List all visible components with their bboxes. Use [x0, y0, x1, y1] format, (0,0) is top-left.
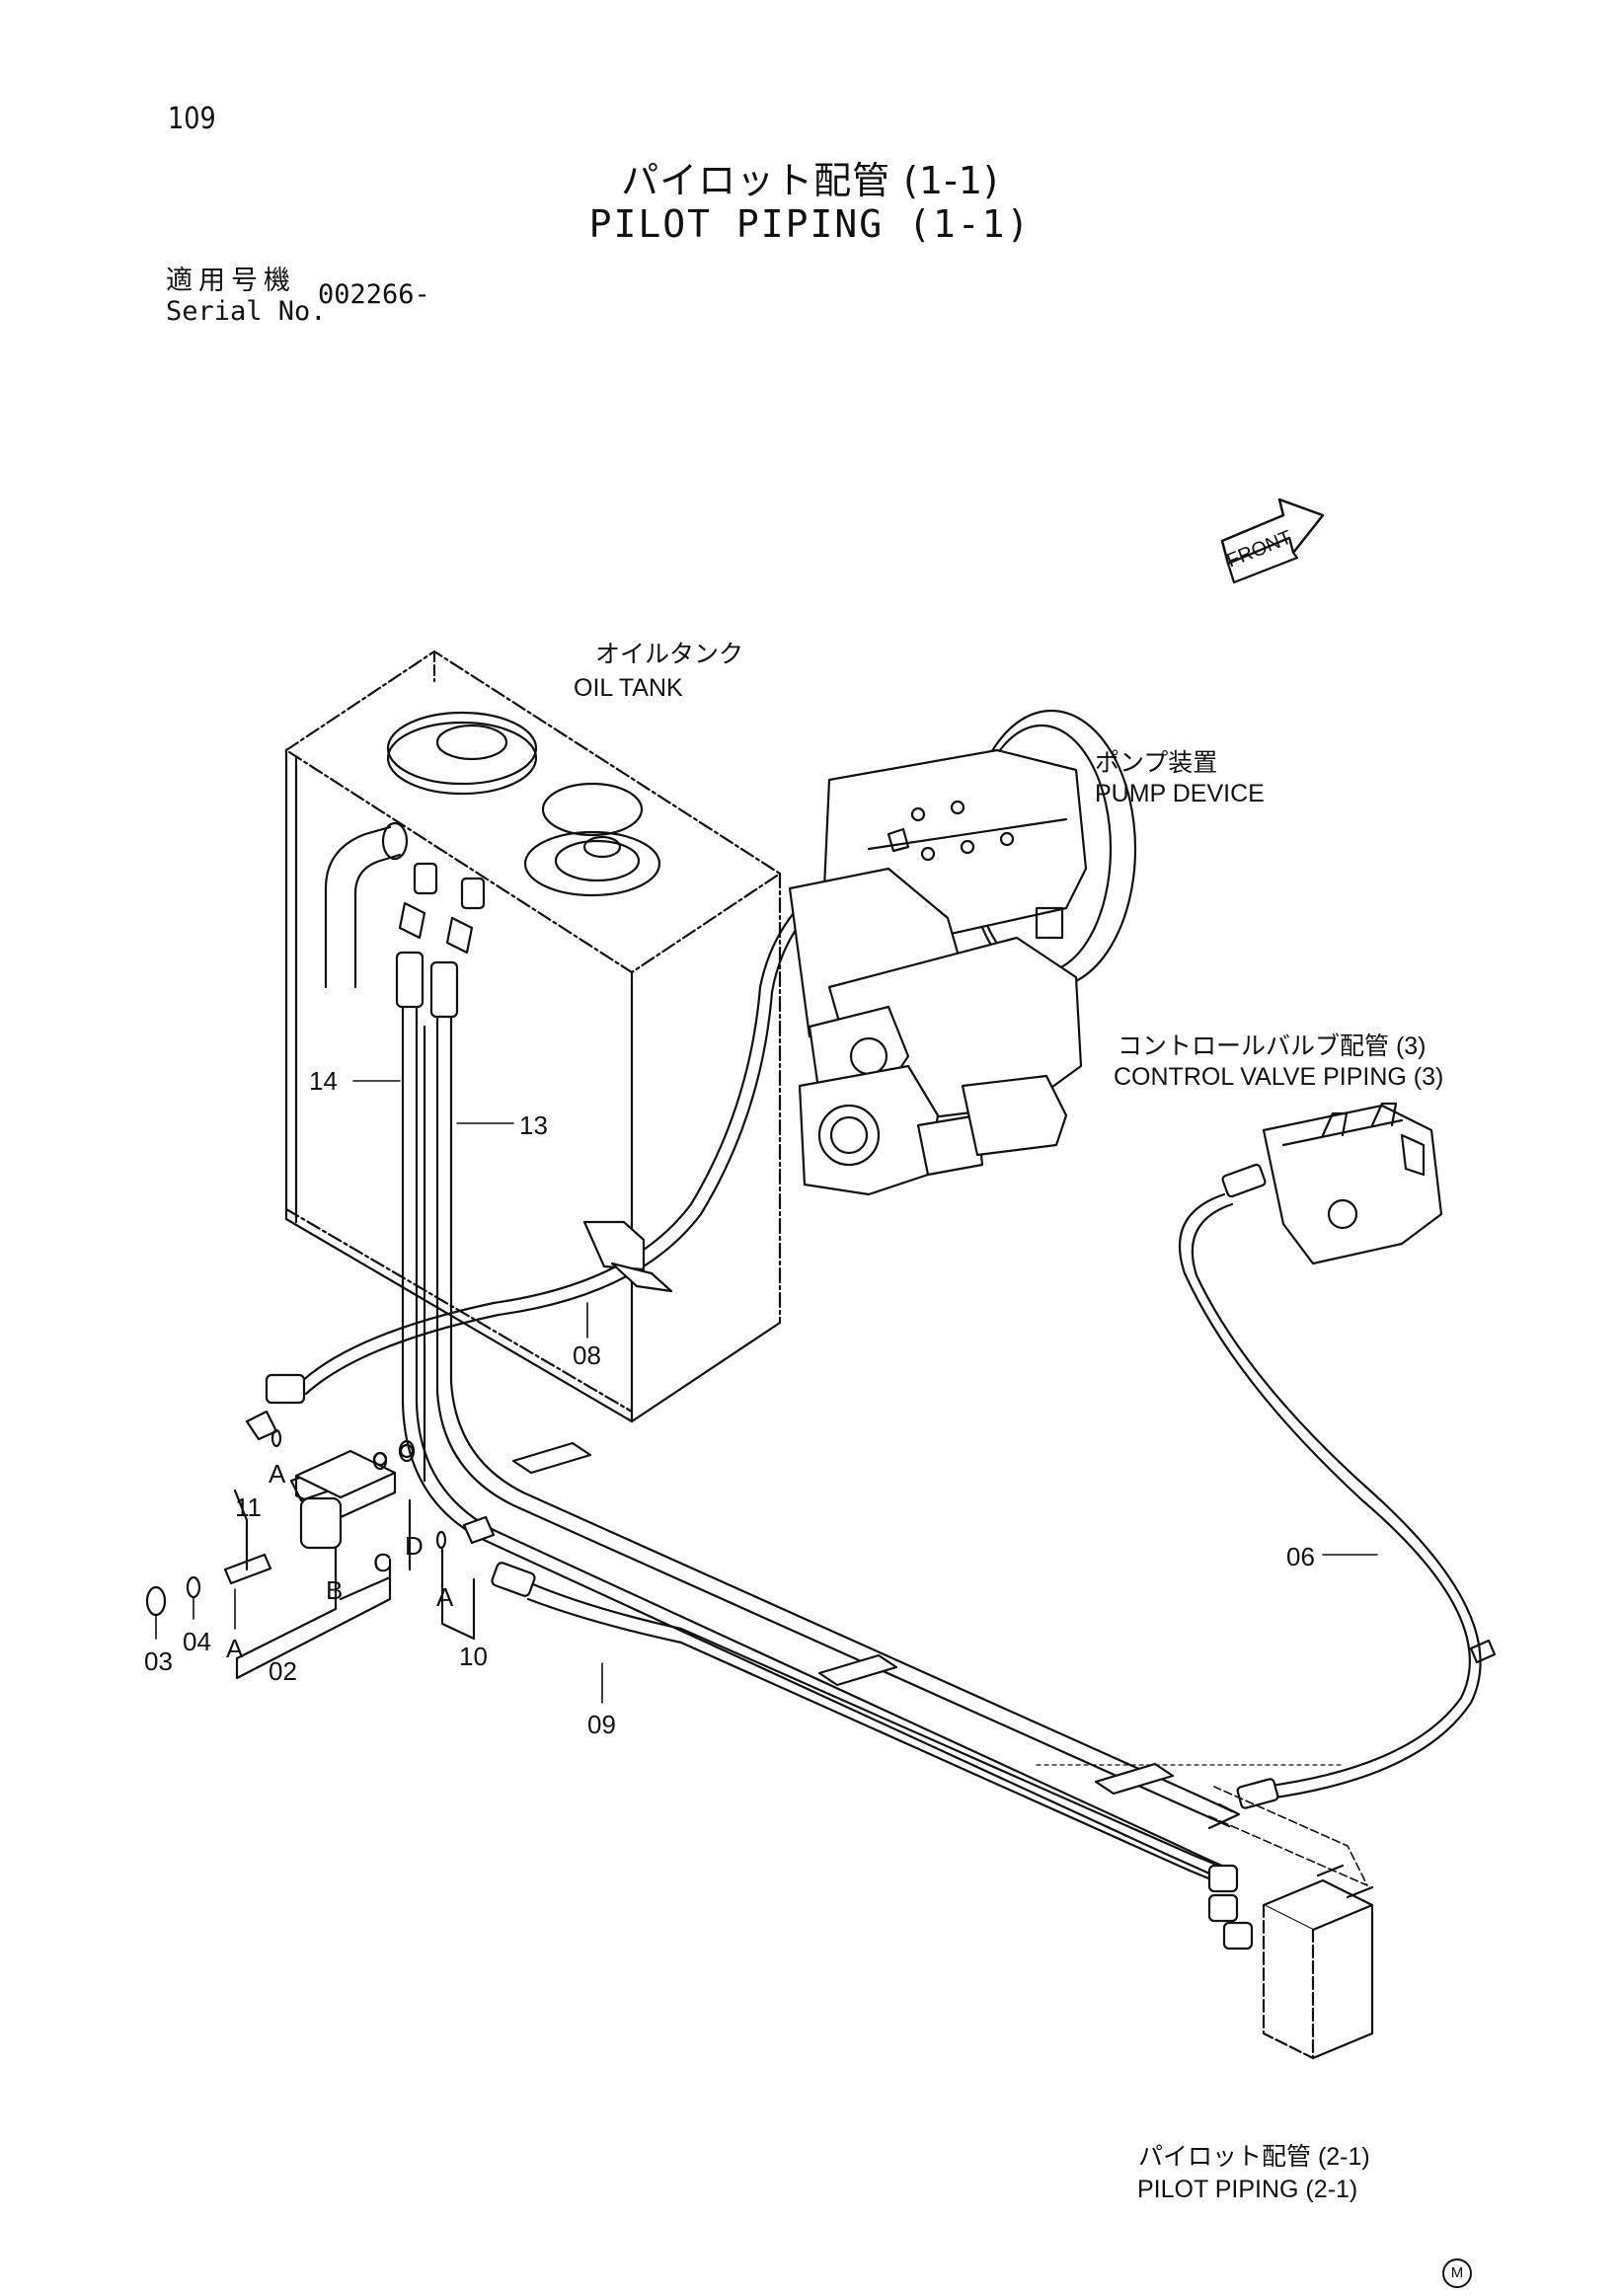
ref-letter-c: C [373, 1548, 392, 1577]
pilot-piping-2-1-label-english: PILOT PIPING (2-1) [1137, 2176, 1358, 2203]
part-number-08: 08 [573, 1340, 601, 1370]
front-arrow-icon: FRONT [1220, 497, 1325, 584]
hose-08 [265, 847, 895, 1405]
oil-tank-label-japanese: オイルタンク [595, 641, 744, 668]
pilot-manifold-block [1036, 1764, 1374, 2060]
serial-label-japanese: 適用号機 [166, 266, 296, 296]
serial-label-english: Serial No. [166, 296, 327, 327]
filter-assembly [145, 1410, 496, 1680]
part-number-02: 02 [269, 1656, 297, 1686]
pump-device-label-english: PUMP DEVICE [1095, 780, 1265, 807]
ref-letter-a-top: A [269, 1459, 286, 1489]
part-number-09: 09 [587, 1710, 616, 1739]
part-number-11: 11 [235, 1492, 262, 1522]
footer-circled-m-mark: M [1442, 2258, 1472, 2288]
control-valve-piping-label-english: CONTROL VALVE PIPING (3) [1114, 1063, 1444, 1091]
oil-tank-drawing [284, 650, 782, 1423]
page-title-japanese: パイロット配管 (1-1) [621, 159, 999, 202]
part-number-13: 13 [519, 1110, 548, 1140]
page-number: 109 [168, 102, 216, 136]
ref-letter-a-bottom: A [226, 1634, 244, 1663]
pump-device-label-japanese: ポンプ装置 [1095, 749, 1218, 777]
serial-number-value: 002266- [318, 279, 430, 310]
hose-06 [1178, 1163, 1497, 1809]
page-title-english: PILOT PIPING (1-1) [588, 202, 1032, 246]
part-number-10: 10 [459, 1642, 488, 1671]
part-number-03: 03 [144, 1646, 173, 1676]
control-valve-piping-label-japanese: コントロールバルブ配管 (3) [1118, 1033, 1427, 1060]
part-number-06: 06 [1286, 1542, 1315, 1571]
oil-tank-label-english: OIL TANK [574, 674, 683, 702]
hose-09 [491, 1441, 1231, 1889]
part-number-14: 14 [309, 1066, 338, 1096]
leader-lines [352, 1080, 1378, 1704]
control-valve-drawing [1262, 1102, 1443, 1265]
part-number-04: 04 [183, 1627, 211, 1656]
pilot-piping-2-1-label-japanese: パイロット配管 (2-1) [1138, 2143, 1370, 2171]
ref-letter-d: D [405, 1531, 424, 1561]
ref-letter-a-right: A [436, 1582, 454, 1612]
pump-device-drawing [788, 709, 1137, 1196]
ref-letter-b: B [326, 1575, 344, 1605]
